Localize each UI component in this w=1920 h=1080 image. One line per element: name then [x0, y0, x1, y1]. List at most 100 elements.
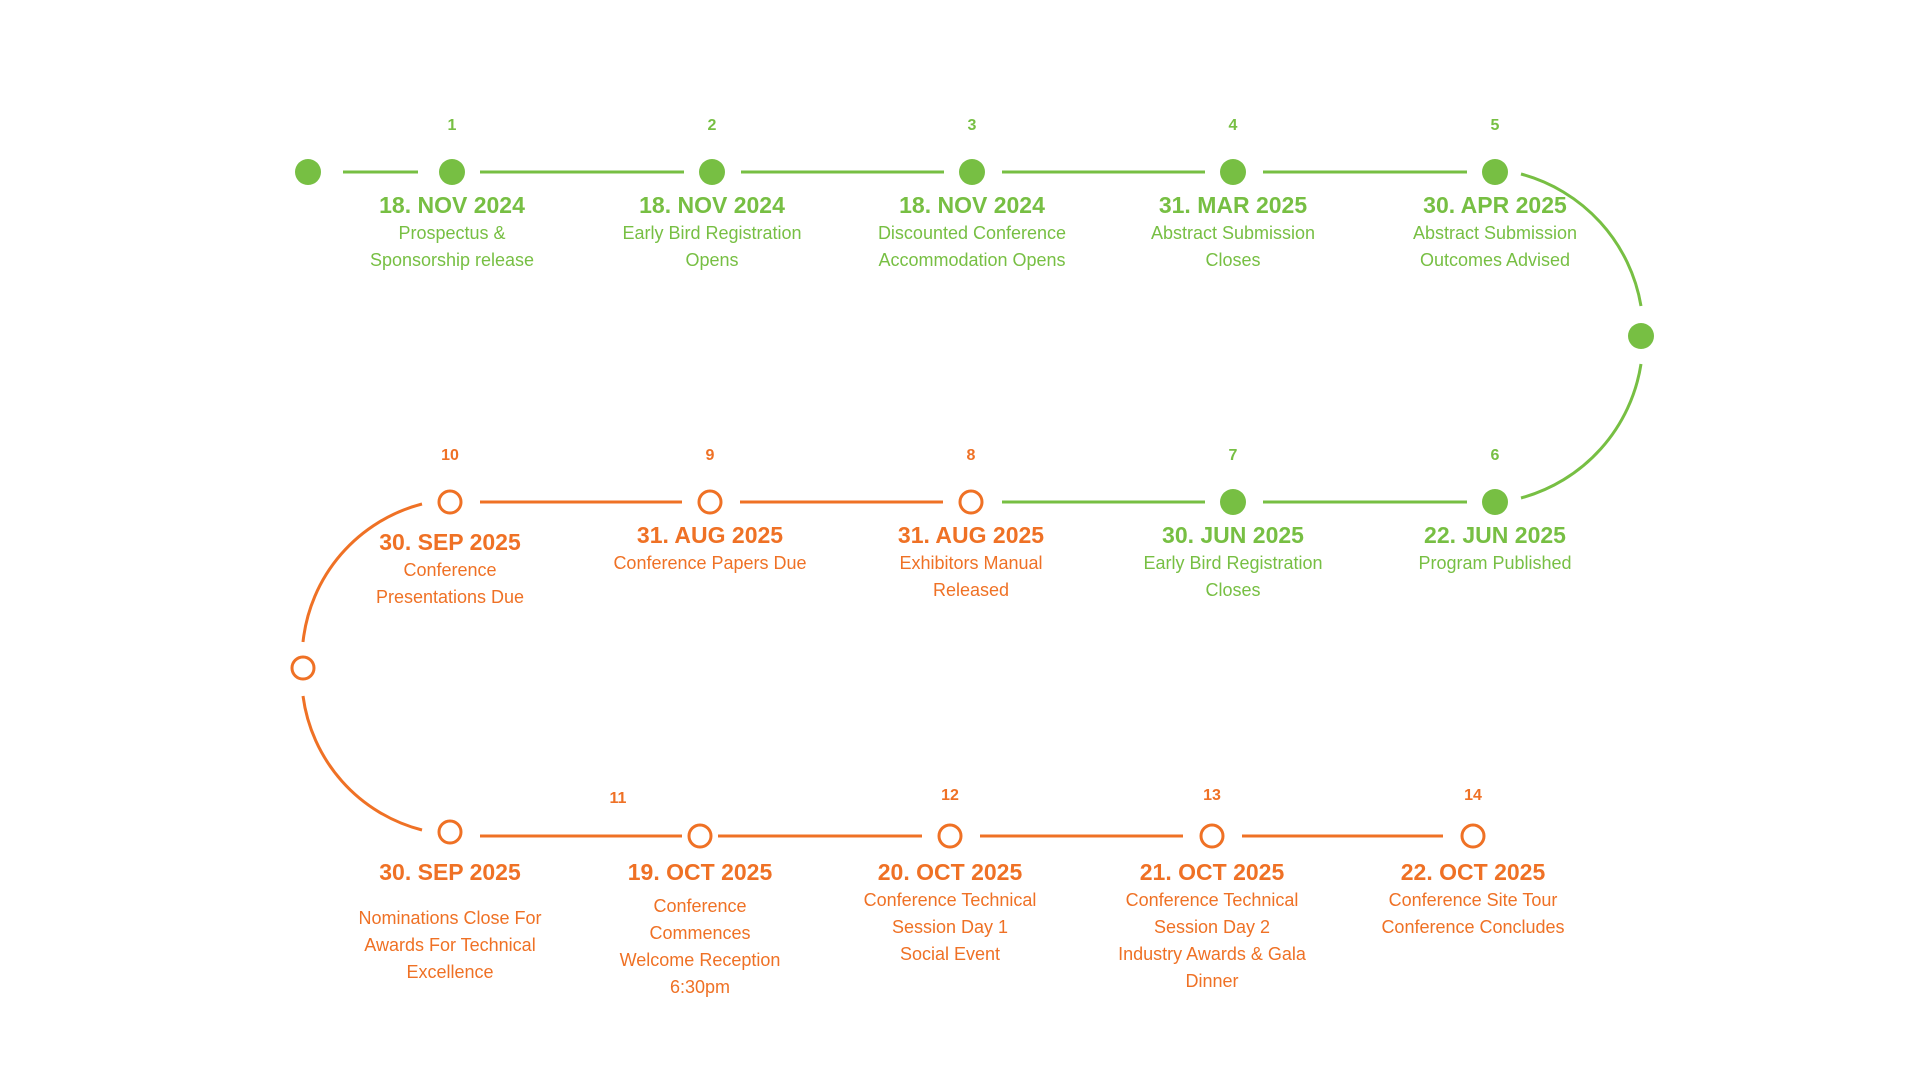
milestone-number: 14: [1464, 787, 1482, 804]
milestone-description: Conference: [653, 896, 747, 916]
milestone-dot: [959, 159, 985, 185]
milestone-number: 4: [1228, 117, 1238, 134]
milestone-description: Welcome Reception: [619, 950, 781, 970]
milestone-dot: [1220, 159, 1246, 185]
milestone-dot: [1199, 823, 1225, 849]
milestone-date: 18. NOV 2024: [639, 192, 785, 218]
turn-dot: [1628, 323, 1654, 349]
connector-curve: [1520, 172, 1643, 307]
milestone-description: Abstract Submission: [1412, 223, 1578, 243]
milestone-description: Conference Technical: [863, 890, 1037, 910]
milestone-dot: [437, 819, 463, 845]
milestone-description: Awards For Technical: [364, 935, 536, 955]
milestone-description: Conference Technical: [1125, 890, 1299, 910]
milestone-dot: [1482, 159, 1508, 185]
milestone-description: Conference Site Tour: [1388, 890, 1558, 910]
milestone-description: Excellence: [406, 962, 494, 982]
milestone-description: Industry Awards & Gala: [1118, 944, 1306, 964]
milestone-description: Presentations Due: [375, 587, 525, 607]
timeline-dots: [290, 159, 1654, 849]
milestone-description: Prospectus &: [398, 223, 506, 243]
milestone-dot: [1460, 823, 1486, 849]
milestone-description: 6:30pm: [669, 977, 731, 997]
milestone-description: Program Published: [1418, 553, 1572, 573]
milestone-number: 12: [941, 787, 959, 804]
milestone-description: Commences: [649, 923, 751, 943]
milestone-date: 21. OCT 2025: [1139, 859, 1285, 885]
milestone-description: Session Day 1: [891, 917, 1009, 937]
milestone-date: 30. SEP 2025: [379, 529, 521, 555]
milestone-description: Opens: [685, 250, 739, 270]
milestone-description: Social Event: [899, 944, 1001, 964]
milestone-number: 11: [609, 790, 627, 807]
milestone-description: Conference Concludes: [1381, 917, 1565, 937]
turn-dot: [290, 655, 316, 681]
milestone-description: Accommodation Opens: [878, 250, 1066, 270]
milestone-number: 13: [1203, 787, 1221, 804]
milestone-number: 8: [966, 447, 976, 464]
milestone-description: Sponsorship release: [369, 250, 535, 270]
milestone-number: 9: [705, 447, 715, 464]
milestone-description: Conference: [403, 560, 497, 580]
milestone-date: 22. JUN 2025: [1424, 522, 1566, 548]
milestone-description: Discounted Conference: [877, 223, 1067, 243]
connector-curve: [1520, 363, 1643, 500]
milestone-dot: [699, 159, 725, 185]
milestone-number: 6: [1490, 447, 1500, 464]
milestone-description: Closes: [1205, 250, 1261, 270]
milestone-date: 31. MAR 2025: [1158, 192, 1308, 218]
milestone-dot: [687, 823, 713, 849]
start-dot: [295, 159, 321, 185]
milestone-description: Nominations Close For: [358, 908, 542, 928]
milestone-dot: [958, 489, 984, 515]
milestone-date: 31. AUG 2025: [636, 522, 784, 548]
milestone-dot: [439, 159, 465, 185]
milestone-description: Early Bird Registration: [622, 223, 802, 243]
milestone-description: Dinner: [1185, 971, 1239, 991]
milestone-number: 2: [707, 117, 717, 134]
timeline-connectors: [301, 170, 1643, 838]
milestone-date: 30. JUN 2025: [1162, 522, 1304, 548]
milestone-date: 18. NOV 2024: [379, 192, 525, 218]
connector-curve: [301, 502, 423, 643]
milestone-description: Released: [932, 580, 1010, 600]
connector-curve: [301, 695, 423, 832]
milestone-date: 20. OCT 2025: [877, 859, 1023, 885]
milestone-description: Closes: [1205, 580, 1261, 600]
milestone-description: Abstract Submission: [1150, 223, 1316, 243]
milestone-dot: [937, 823, 963, 849]
milestone-dot: [1220, 489, 1246, 515]
milestone-number: 5: [1490, 117, 1500, 134]
milestone-number: 7: [1228, 447, 1238, 464]
milestone-dot: [697, 489, 723, 515]
milestone-description: Early Bird Registration: [1143, 553, 1323, 573]
milestone-date: 30. SEP 2025: [379, 859, 521, 885]
milestone-description: Session Day 2: [1153, 917, 1271, 937]
milestone-date: 31. AUG 2025: [897, 522, 1045, 548]
milestone-date: 18. NOV 2024: [899, 192, 1045, 218]
milestone-date: 22. OCT 2025: [1400, 859, 1546, 885]
milestone-date: 19. OCT 2025: [627, 859, 773, 885]
milestone-description: Outcomes Advised: [1419, 250, 1571, 270]
milestone-number: 3: [967, 117, 977, 134]
milestone-dot: [1482, 489, 1508, 515]
milestone-number: 10: [441, 447, 459, 464]
milestone-date: 30. APR 2025: [1423, 192, 1567, 218]
milestone-description: Exhibitors Manual: [899, 553, 1043, 573]
